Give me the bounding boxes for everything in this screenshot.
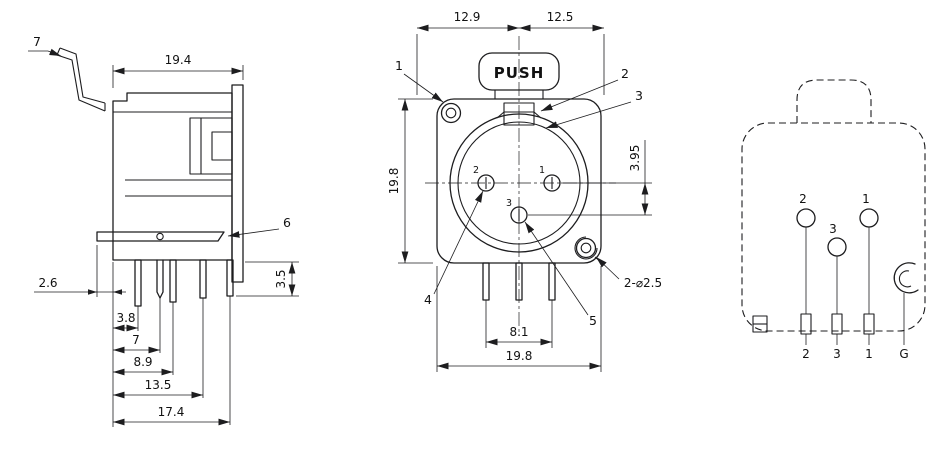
- latch-lever-part: [96, 231, 225, 242]
- footprint-pin-1-number: 1: [862, 192, 870, 206]
- dim-7: 7: [132, 333, 140, 347]
- push-button: PUSH: [478, 52, 560, 99]
- pin-3: 3: [506, 198, 528, 224]
- front-terminals: [482, 262, 556, 301]
- footprint-pin-1: 1 1: [859, 192, 879, 361]
- pin-2: 2: [473, 165, 495, 192]
- footprint-pad-3-label: 3: [833, 347, 841, 361]
- front-view: PUSH 2 1: [387, 10, 662, 372]
- pin-2-number: 2: [473, 165, 479, 176]
- footprint-pin-2-number: 2: [799, 192, 807, 206]
- dim-12-9: 12.9: [454, 10, 481, 24]
- dim-12-5: 12.5: [547, 10, 574, 24]
- dim-8-9: 8.9: [133, 355, 152, 369]
- push-label: PUSH: [494, 64, 545, 82]
- holddown-leg-part: [56, 47, 106, 112]
- side-view: 7 6 19.4 2.6 3.8 7 8.9 13.5 1: [28, 34, 299, 427]
- callout-2: 2: [621, 66, 629, 81]
- side-body-outline: [112, 84, 244, 283]
- footprint-push-outline: [796, 79, 872, 123]
- dim-13-5: 13.5: [145, 378, 172, 392]
- hole-note: 2-⌀2.5: [624, 276, 662, 290]
- pin-1: 1: [539, 165, 561, 192]
- dim-19-8-left: 19.8: [387, 168, 401, 195]
- dim-2-6: 2.6: [38, 276, 57, 290]
- dim-17-4: 17.4: [158, 405, 185, 419]
- dim-3-8: 3.8: [116, 311, 135, 325]
- callout-4: 4: [424, 292, 432, 307]
- dim-3-5: 3.5: [274, 269, 288, 288]
- footprint-ground-tab: G: [893, 262, 919, 361]
- latch-detail: [496, 102, 542, 126]
- callout-1: 1: [395, 58, 403, 73]
- footprint-body-outline: [741, 122, 926, 332]
- dim-8-1: 8.1: [509, 325, 528, 339]
- footprint-pad-1-label: 1: [865, 347, 873, 361]
- footprint-pad-g-label: G: [899, 347, 908, 361]
- pin-1-number: 1: [539, 165, 545, 176]
- dim-3-95: 3.95: [628, 145, 642, 172]
- footprint-pad-2-label: 2: [802, 347, 810, 361]
- footprint-view: 2 2 3 3 1 1 G: [741, 79, 926, 361]
- footprint-holddown-mark: [752, 315, 768, 333]
- dim-19-8-bottom: 19.8: [506, 349, 533, 363]
- footprint-pin-3: 3 3: [827, 222, 847, 361]
- footprint-pin-2: 2 2: [796, 192, 816, 361]
- callout-3: 3: [635, 88, 643, 103]
- dim-19-4: 19.4: [165, 53, 192, 67]
- pin-3-number: 3: [506, 198, 512, 209]
- footprint-pin-3-number: 3: [829, 222, 837, 236]
- callout-5: 5: [589, 313, 597, 328]
- mounting-hole-top-left: [440, 102, 462, 124]
- callout-7: 7: [33, 34, 41, 49]
- side-pins: [134, 259, 234, 307]
- callout-6: 6: [283, 215, 291, 230]
